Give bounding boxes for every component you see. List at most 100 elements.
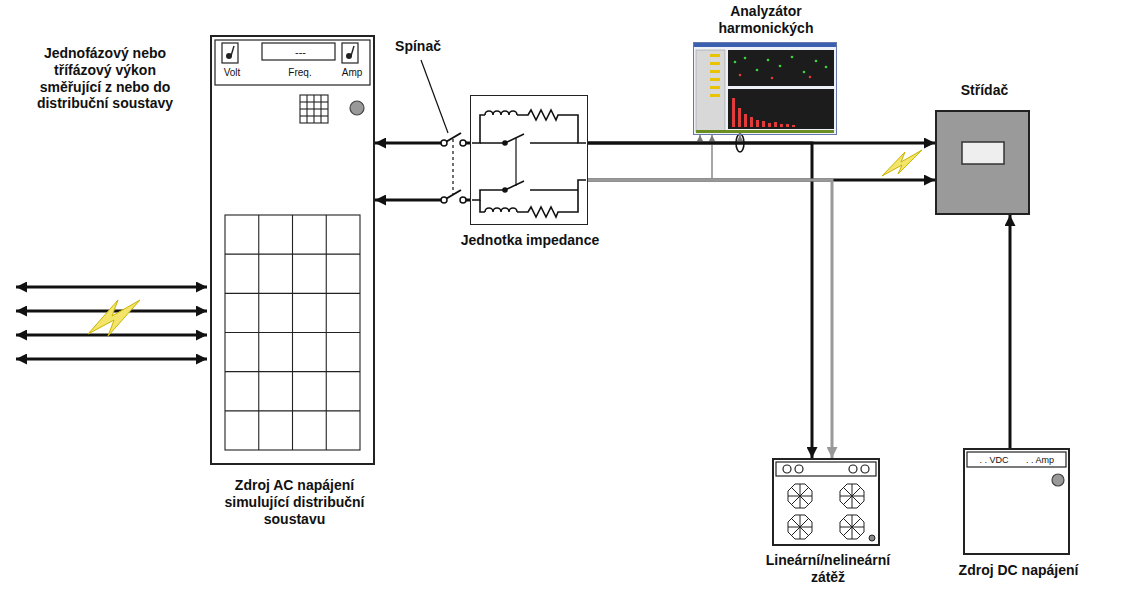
drawing-part xyxy=(852,496,864,497)
display-readout: --- xyxy=(264,46,337,59)
drawing-part xyxy=(800,488,808,496)
drawing-part xyxy=(452,139,453,194)
volt-knob xyxy=(222,43,238,63)
amp-knob xyxy=(342,43,358,63)
knob-label: Amp xyxy=(336,67,368,79)
drawing-part xyxy=(696,50,725,132)
drawing-part xyxy=(696,130,834,133)
drawing-part xyxy=(734,56,828,74)
leader-line xyxy=(421,60,448,133)
drawing-part xyxy=(840,527,852,528)
dc-display xyxy=(967,452,1066,467)
drawing-part xyxy=(779,65,782,68)
drawing-part xyxy=(225,215,360,450)
drawing-part xyxy=(472,115,485,143)
display-readout: . . Amp xyxy=(1017,455,1063,466)
drawing-part xyxy=(825,66,828,69)
drawing-part xyxy=(861,465,869,473)
display-label: Freq. xyxy=(280,67,320,79)
drawing-part xyxy=(16,286,207,289)
drawing-part xyxy=(225,254,360,255)
drawing-part xyxy=(844,488,852,496)
fan xyxy=(840,515,864,539)
grid xyxy=(225,215,360,450)
drawing-part xyxy=(16,334,207,337)
drawing-part xyxy=(231,46,234,56)
drawing-part xyxy=(774,122,777,127)
drawing-part xyxy=(710,54,720,57)
drawing-part xyxy=(815,60,818,63)
connector xyxy=(588,143,812,458)
drawing-part xyxy=(800,519,808,527)
drawing-part xyxy=(840,496,852,497)
drawing-part xyxy=(460,140,466,146)
fan xyxy=(788,484,812,508)
lightning-symbol xyxy=(88,300,140,336)
drawing-part xyxy=(795,465,803,473)
drawing-part xyxy=(710,62,720,65)
inductor-symbol xyxy=(485,208,517,212)
resistor-symbol xyxy=(517,110,586,143)
dc-source-box: Zdroj DC napájení. . VDC. . Amp xyxy=(963,448,1070,555)
drawing-part xyxy=(852,527,853,539)
drawing-part xyxy=(503,141,507,145)
drawing-part xyxy=(840,515,864,539)
drawing-part xyxy=(844,496,852,504)
drawing-part xyxy=(800,527,808,535)
drawing-part xyxy=(852,527,864,528)
drawing-part xyxy=(750,117,753,127)
drawing-part xyxy=(734,61,737,64)
drawing-part xyxy=(480,200,485,212)
load-knobs xyxy=(783,465,869,473)
drawing-part xyxy=(16,358,207,361)
resistor-symbol xyxy=(517,180,586,217)
drawing-part xyxy=(300,95,328,123)
drawing-part xyxy=(788,515,812,539)
knob-label: Volt xyxy=(216,67,248,79)
connector xyxy=(588,180,832,458)
analyzer-screen: Analyzátor harmonických xyxy=(693,42,837,135)
drawing-part xyxy=(792,519,800,527)
load-panel xyxy=(776,462,876,476)
drawing-part xyxy=(840,484,864,508)
drawing-part xyxy=(788,484,812,508)
drawing-part xyxy=(460,197,466,203)
drawing-part xyxy=(768,123,771,127)
drawing-part xyxy=(710,70,720,73)
power-source-box: Zdroj AC napájení simulující distribuční… xyxy=(210,35,375,465)
drawing-part xyxy=(351,46,354,56)
drawing-part xyxy=(849,465,857,473)
drawing-part xyxy=(788,527,800,528)
drawing-part xyxy=(710,94,720,97)
drawing-part xyxy=(844,519,852,527)
drawing-part xyxy=(800,484,801,496)
drawing-part xyxy=(852,519,860,527)
drawing-part xyxy=(744,57,747,60)
drawing-part xyxy=(852,515,853,527)
grid xyxy=(300,95,328,123)
drawing-part xyxy=(744,114,747,127)
current-sensor xyxy=(736,134,744,152)
drawing-part xyxy=(756,120,759,127)
box-caption: Lineární/nelineární zátěž xyxy=(749,552,907,586)
control-panel xyxy=(215,40,370,85)
drawing-part xyxy=(852,488,860,496)
drawing-part xyxy=(800,496,812,497)
drawing-part xyxy=(300,101,328,102)
dc-lamp xyxy=(1052,474,1064,486)
load-housing xyxy=(772,458,880,546)
inverter-display xyxy=(962,142,1004,164)
drawing-part xyxy=(800,515,801,527)
drawing-part xyxy=(738,108,741,127)
drawing-part xyxy=(800,527,812,528)
impedance-box: Jednotka impedance xyxy=(470,95,588,225)
connector xyxy=(1009,215,1012,448)
drawing-part xyxy=(803,71,806,74)
drawing-part xyxy=(809,76,812,79)
drawing-part xyxy=(783,465,791,473)
drawing-part xyxy=(732,98,735,127)
drawing-part xyxy=(800,496,808,504)
box-caption: Zdroj AC napájení simulující distribuční… xyxy=(207,477,382,527)
load-lamp xyxy=(869,535,875,541)
drawing-part xyxy=(225,371,360,372)
